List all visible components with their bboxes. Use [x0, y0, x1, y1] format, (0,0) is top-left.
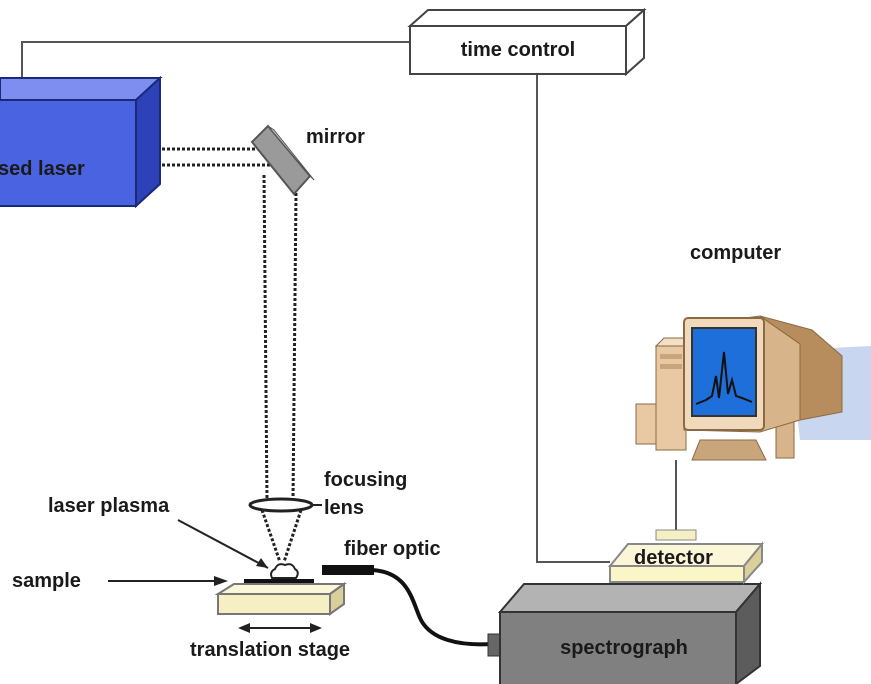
translation-stage-label: translation stage [190, 639, 350, 661]
computer-label: computer [690, 242, 781, 264]
computer-tower [655, 345, 687, 451]
laser-label: sed laser [0, 158, 85, 180]
sample-arrowhead [214, 576, 228, 586]
sample-label: sample [12, 570, 81, 592]
detector: detector [607, 529, 765, 585]
speaker-left [635, 403, 657, 445]
computer [635, 315, 871, 461]
focusing-label: focusing [324, 469, 407, 491]
plasma-pointer [177, 519, 269, 569]
lens-label: lens [324, 497, 364, 519]
mirror [250, 124, 315, 196]
translation-stage [214, 582, 348, 616]
mirror-label: mirror [306, 126, 365, 148]
laser-plasma-label: laser plasma [48, 495, 170, 517]
monitor-base [691, 439, 767, 461]
wire-timecontrol-detector [536, 74, 610, 563]
time-control-label: time control [461, 39, 575, 61]
stage-movement-arrow [238, 623, 322, 633]
laser-plasma [270, 563, 299, 579]
detector-label: detector [634, 547, 713, 569]
sample [244, 579, 314, 585]
laser-beam [162, 147, 303, 563]
focusing-lens [248, 497, 314, 513]
pulsed-laser: sed laser [0, 75, 163, 209]
fiber-optic-cable [371, 568, 493, 647]
time-control-box: time control [407, 7, 647, 77]
spectrograph-label: spectrograph [560, 637, 688, 659]
plasma-arrowhead [256, 558, 268, 568]
spectrograph: spectrograph [487, 581, 763, 684]
fiber-optic-connector [322, 565, 374, 575]
screen-spectrum [695, 351, 753, 405]
fiber-optic-label: fiber optic [344, 538, 441, 560]
